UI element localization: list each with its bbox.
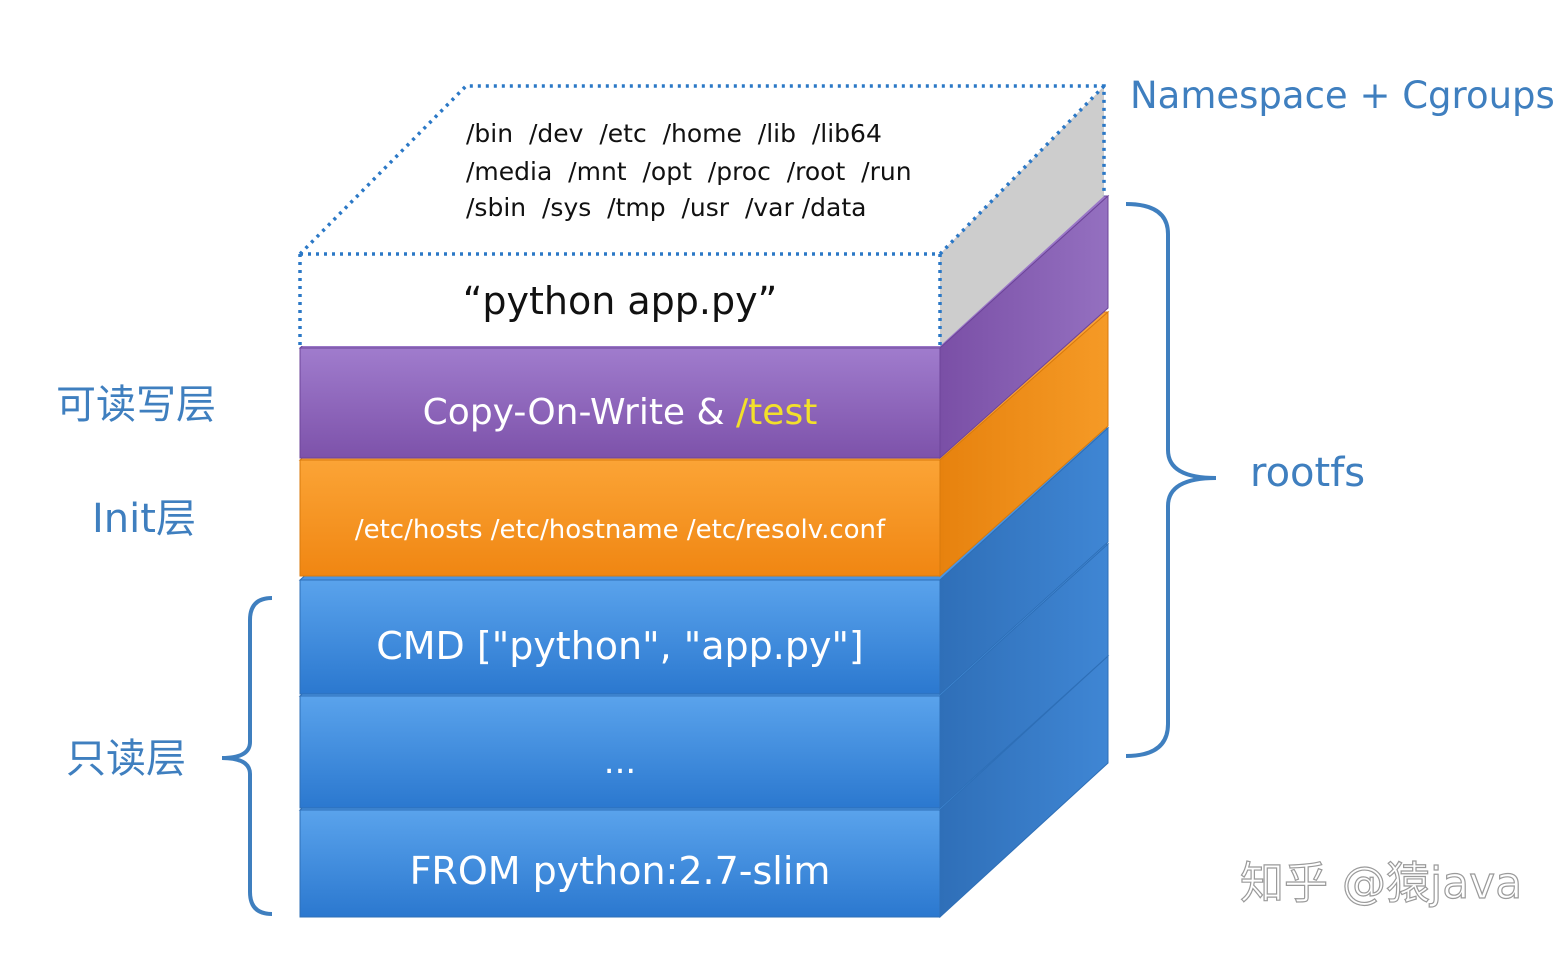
rootfs-brace [1125,202,1217,758]
layer-cmd-label: CMD ["python", "app.py"] [376,624,864,668]
layer-rw-label: Copy-On-Write & /test [423,392,818,433]
layer-from-label: FROM python:2.7-slim [410,849,831,893]
rw-layer-label: 可读写层 [56,382,216,428]
namespace-cgroups-label: Namespace + Cgroups [1130,74,1555,117]
watermark: 知乎 @猿java [1240,858,1522,909]
fs-paths-line-3: /sbin /sys /tmp /usr /var /data [466,193,866,222]
layer-rw-label-main: Copy-On-Write & [423,392,736,433]
layer-rw-label-highlight: /test [736,392,817,433]
rootfs-label: rootfs [1250,450,1365,496]
fs-paths-line-2: /media /mnt /opt /proc /root /run [466,157,912,186]
process-label: “python app.py” [463,279,778,323]
fs-paths-line-1: /bin /dev /etc /home /lib /lib64 [466,119,882,148]
container-view: /bin /dev /etc /home /lib /lib64 /media … [298,84,1106,346]
layer-init-label: /etc/hosts /etc/hostname /etc/resolv.con… [355,515,886,545]
readonly-layer-label: 只读层 [66,736,186,782]
readonly-bracket [221,596,273,916]
init-layer-label: Init层 [92,496,196,542]
layer-mid-label: ... [604,742,636,782]
